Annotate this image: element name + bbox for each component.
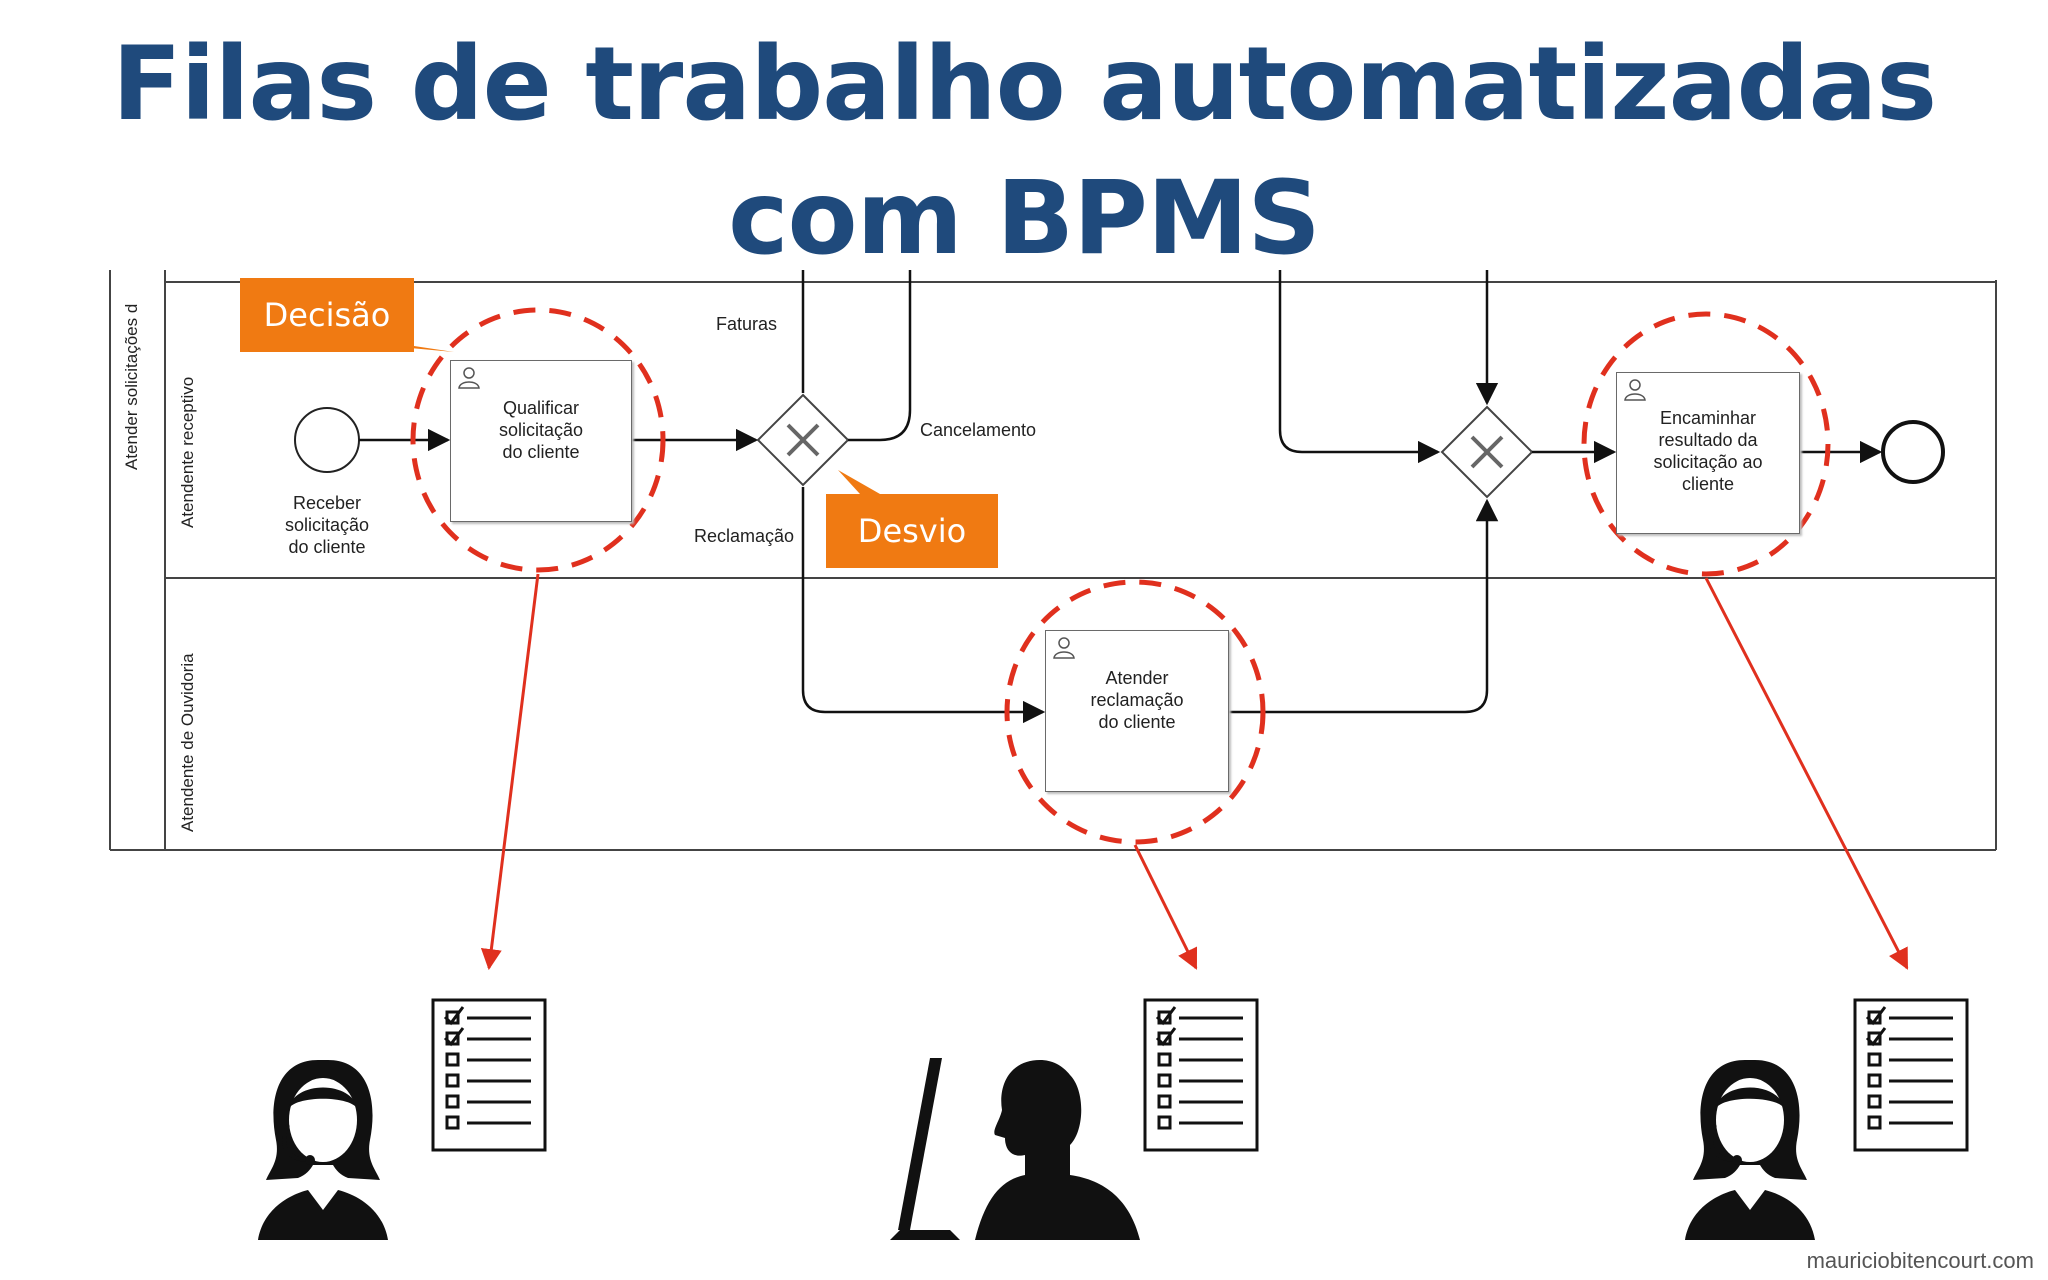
user-icon [1053, 637, 1075, 659]
user-icon [1624, 379, 1646, 401]
task-label-line: do cliente [1098, 712, 1176, 732]
pool-label: Atender solicitações d [122, 303, 141, 470]
task-label-line: solicitação [498, 420, 584, 440]
callout-desvio-pointer [838, 470, 880, 494]
end-event[interactable] [1881, 420, 1945, 484]
lane-label-ouvidoria: Atendente de Ouvidoria [178, 653, 197, 832]
task-label-line: resultado da [1658, 430, 1758, 450]
task-qualificar-solicitacao[interactable]: Qualificar solicitação do cliente [450, 360, 632, 522]
start-event[interactable] [294, 407, 360, 473]
task-encaminhar-resultado[interactable]: Encaminhar resultado da solicitação ao c… [1616, 372, 1800, 534]
page-title-line-1: Filas de trabalho automatizadas [111, 25, 1937, 144]
task-atender-reclamacao[interactable]: Atender reclamação do cliente [1045, 630, 1229, 792]
flow-label-cancelamento: Cancelamento [920, 420, 1037, 440]
female-agent-headset-icon [1685, 1060, 1815, 1240]
start-event-label: Receber solicitação do cliente [262, 492, 392, 558]
highlight-qualificar [410, 307, 666, 573]
task-label-line: solicitação ao [1653, 452, 1763, 472]
start-event-label-line: do cliente [288, 537, 366, 557]
footer-website: mauriciobitencourt.com [1806, 1248, 2034, 1273]
task-label-line: reclamação [1090, 690, 1184, 710]
highlight-circles [410, 307, 1831, 845]
sequence-flows [359, 270, 1883, 724]
task-label-line: cliente [1681, 474, 1735, 494]
lane-label-receptivo: Atendente receptivo [178, 376, 197, 528]
assignment-arrows [480, 573, 1909, 971]
task-list-icon [431, 998, 547, 1152]
female-agent-headset-icon [258, 1060, 388, 1240]
task-list-icon [1853, 998, 1969, 1152]
task-label-line: Atender [1105, 668, 1169, 688]
flow-label-reclamacao: Reclamação [694, 526, 795, 546]
task-label-line: do cliente [502, 442, 580, 462]
task-label-line: Encaminhar [1659, 408, 1757, 428]
page-title-line-2: com BPMS [728, 159, 1321, 278]
task-list-icon [1143, 998, 1259, 1152]
flow-label-faturas: Faturas [716, 314, 778, 334]
task-label-line: Qualificar [502, 398, 580, 418]
start-event-label-line: Receber [292, 493, 362, 513]
user-icon [458, 367, 480, 389]
callout-desvio: Desvio [826, 494, 998, 568]
exclusive-gateway-1[interactable] [756, 393, 850, 487]
male-computer-user-icon [890, 1058, 1140, 1240]
exclusive-gateway-2[interactable] [1440, 405, 1534, 499]
highlight-encaminhar [1581, 311, 1831, 577]
highlight-atender [1004, 579, 1266, 845]
start-event-label-line: solicitação [284, 515, 370, 535]
pool-frame [109, 270, 1997, 851]
callout-decisao: Decisão [240, 278, 414, 352]
